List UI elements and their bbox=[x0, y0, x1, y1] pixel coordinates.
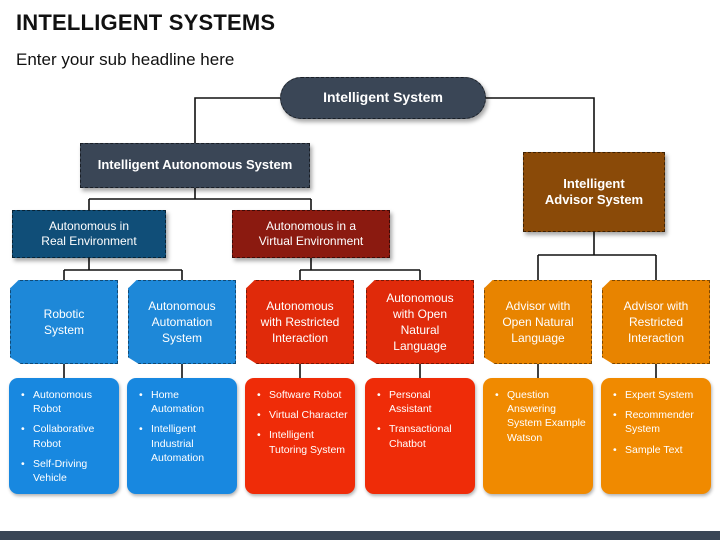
list-item: Expert System bbox=[609, 388, 705, 402]
automation-system-node: Autonomous Automation System bbox=[128, 280, 236, 364]
restricted-interaction-node: Autonomous with Restricted Interaction bbox=[246, 280, 354, 364]
list-item: Question Answering System Example Watson bbox=[491, 388, 587, 445]
page-title: INTELLIGENT SYSTEMS bbox=[16, 10, 276, 35]
detail-box-open-language: Personal Assistant Transactional Chatbot bbox=[365, 378, 475, 494]
connector-root-left bbox=[194, 97, 280, 143]
advisor-system-node: Intelligent Advisor System bbox=[523, 152, 665, 232]
real-environment-node: Autonomous in Real Environment bbox=[12, 210, 166, 258]
advisor-restricted-node: Advisor with Restricted Interaction bbox=[602, 280, 710, 364]
list-item: Collaborative Robot bbox=[17, 422, 113, 450]
detail-box-advisor-restricted: Expert System Recommender System Sample … bbox=[601, 378, 711, 494]
list-item: Autonomous Robot bbox=[17, 388, 113, 416]
autonomous-system-node: Intelligent Autonomous System bbox=[80, 143, 310, 188]
detail-box-advisor-open: Question Answering System Example Watson bbox=[483, 378, 593, 494]
page-subtitle: Enter your sub headline here bbox=[16, 50, 235, 69]
list-item: Virtual Character bbox=[253, 408, 349, 422]
connector-root-right bbox=[486, 97, 595, 152]
list-item: Home Automation bbox=[135, 388, 231, 416]
list-item: Recommender System bbox=[609, 408, 705, 436]
open-natural-language-node: Autonomous with Open Natural Language bbox=[366, 280, 474, 364]
list-item: Sample Text bbox=[609, 443, 705, 457]
robotic-system-node: Robotic System bbox=[10, 280, 118, 364]
footer-bar bbox=[0, 531, 720, 540]
list-item: Intelligent Tutoring System bbox=[253, 428, 349, 456]
detail-box-robotic: Autonomous Robot Collaborative Robot Sel… bbox=[9, 378, 119, 494]
list-item: Personal Assistant bbox=[373, 388, 469, 416]
advisor-open-language-node: Advisor with Open Natural Language bbox=[484, 280, 592, 364]
root-node: Intelligent System bbox=[280, 77, 486, 119]
virtual-environment-node: Autonomous in a Virtual Environment bbox=[232, 210, 390, 258]
detail-box-automation: Home Automation Intelligent Industrial A… bbox=[127, 378, 237, 494]
list-item: Transactional Chatbot bbox=[373, 422, 469, 450]
list-item: Self-Driving Vehicle bbox=[17, 457, 113, 485]
list-item: Intelligent Industrial Automation bbox=[135, 422, 231, 465]
detail-box-restricted: Software Robot Virtual Character Intelli… bbox=[245, 378, 355, 494]
list-item: Software Robot bbox=[253, 388, 349, 402]
